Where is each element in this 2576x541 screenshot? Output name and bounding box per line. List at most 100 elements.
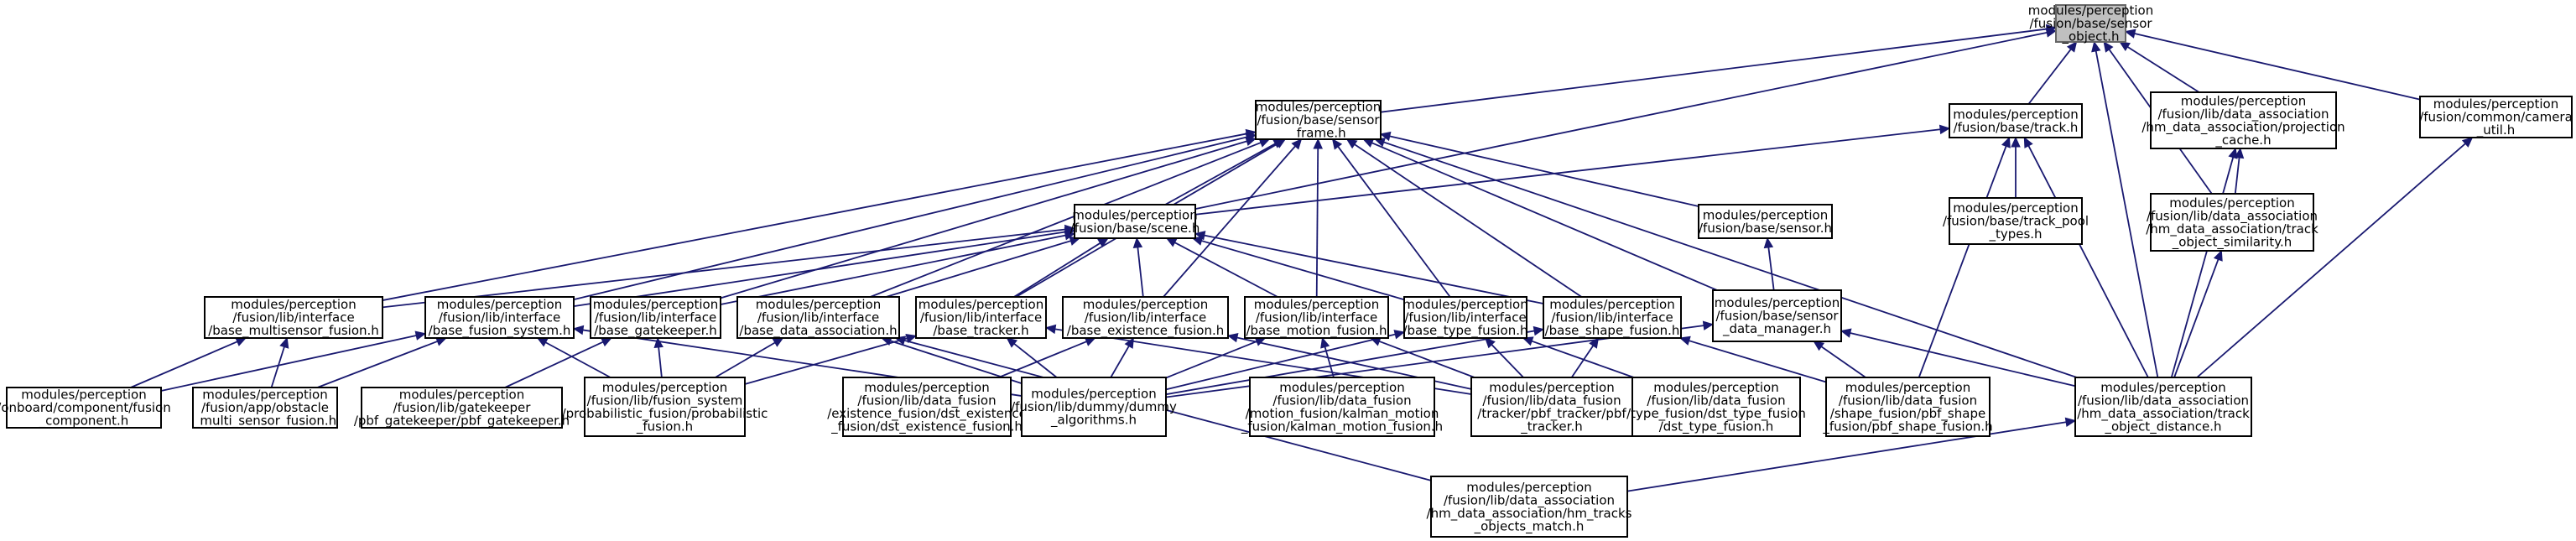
node-label-line: /hm_data_association/track — [2077, 406, 2250, 422]
node-label-line: /fusion/lib/interface — [1404, 310, 1526, 325]
edge-track-object-distance-to-track — [2027, 145, 2149, 378]
node-box — [1403, 296, 1527, 339]
edge-sensor-to-sensor-frame — [1389, 135, 1699, 207]
node-pbf-shape-fusion[interactable]: modules/perception/fusion/lib/data_fusio… — [1822, 377, 1993, 437]
node-sensor[interactable]: modules/perception/fusion/base/sensor.h — [1698, 204, 1833, 239]
node-fusion-component[interactable]: modules/perception/onboard/component/fus… — [0, 387, 171, 429]
edge-arrowhead — [572, 325, 585, 336]
edge-fusion-component-to-base-fusion-system — [160, 335, 417, 392]
node-label-line: /fusion/lib/data_fusion — [1647, 393, 1785, 408]
edge-arrowhead — [1006, 337, 1018, 348]
edge-pbf-tracker-to-base-type-fusion — [1491, 344, 1524, 378]
node-label-line: /tracker/pbf_tracker/pbf — [1477, 406, 1626, 422]
edge-base-tracker-to-scene — [1013, 242, 1101, 298]
edge-arrowhead — [1124, 336, 1134, 349]
node-sensor-object[interactable]: modules/perception/fusion/base/sensor_ob… — [2028, 3, 2153, 45]
node-base-existence-fusion[interactable]: modules/perception/fusion/lib/interface/… — [1062, 296, 1229, 339]
node-label-line: /hm_data_association/hm_tracks — [1427, 506, 1632, 522]
node-kalman-motion-fusion[interactable]: modules/perception/fusion/lib/data_fusio… — [1241, 377, 1443, 437]
node-box — [1062, 296, 1229, 339]
edge-arrowhead — [1044, 324, 1057, 335]
edge-arrowhead — [1840, 328, 1852, 338]
node-label-line: _fusion.h — [636, 419, 693, 434]
node-sensor-frame[interactable]: modules/perception/fusion/base/sensor_fr… — [1255, 100, 1382, 142]
node-box — [2150, 193, 2314, 252]
node-pbf-gatekeeper[interactable]: modules/perception/fusion/lib/gatekeeper… — [354, 387, 570, 429]
node-label-line: /fusion/lib/interface — [1085, 310, 1206, 325]
edge-arrowhead — [2461, 137, 2474, 148]
node-base-multisensor-fusion[interactable]: modules/perception/fusion/lib/interface/… — [204, 296, 383, 339]
edge-track-object-similarity-to-projection-cache — [2234, 157, 2240, 195]
edge-arrowhead — [1331, 138, 1343, 150]
edge-base-multisensor-fusion-to-scene — [382, 228, 1066, 309]
node-dst-existence-fusion[interactable]: modules/perception/fusion/lib/data_fusio… — [827, 377, 1027, 437]
node-box — [736, 296, 900, 339]
node-box — [1712, 289, 1842, 342]
node-box — [2150, 91, 2337, 149]
edge-base-type-fusion-to-scene — [1201, 240, 1405, 301]
node-probabilistic-fusion[interactable]: modules/perception/fusion/lib/fusion_sys… — [562, 377, 768, 437]
edge-arrowhead — [2119, 41, 2131, 52]
node-camera-util[interactable]: modules/perception/fusion/common/camera_… — [2419, 96, 2573, 138]
node-sensor-data-manager[interactable]: modules/perception/fusion/base/sensor_da… — [1712, 289, 1842, 342]
edge-track-object-distance-to-camera-util — [2196, 143, 2466, 378]
edge-arrowhead — [1320, 336, 1330, 349]
node-label-line: modules/perception — [864, 380, 989, 395]
edge-track-to-sensor-object — [2027, 49, 2072, 105]
node-base-fusion-system[interactable]: modules/perception/fusion/lib/interface/… — [424, 296, 575, 339]
node-box — [361, 387, 563, 429]
node-label-line: _fusion/kalman_motion_fusion.h — [1241, 419, 1443, 434]
node-box — [1543, 296, 1682, 339]
node-box — [1244, 296, 1389, 339]
node-track-pool-types[interactable]: modules/perception/fusion/base/track_poo… — [1943, 197, 2089, 245]
node-base-tracker[interactable]: modules/perception/fusion/lib/interface/… — [915, 296, 1047, 339]
edge-arrowhead — [1097, 237, 1109, 247]
node-label-line: /fusion/base/track.h — [1954, 120, 2079, 135]
edge-fusion-component-to-base-multisensor-fusion — [130, 341, 238, 388]
node-base-motion-fusion[interactable]: modules/perception/fusion/lib/interface/… — [1244, 296, 1389, 339]
node-label-line: _tracker.h — [1520, 419, 1582, 434]
node-track-object-similarity[interactable]: modules/perception/fusion/lib/data_assoc… — [2146, 193, 2318, 252]
node-label-line: modules/perception — [1953, 107, 2078, 122]
edge-sensor-data-manager-to-sensor — [1767, 247, 1775, 291]
node-obstacle-multi-sensor-fusion[interactable]: modules/perception/fusion/app/obstacle_m… — [192, 387, 338, 429]
node-box — [2055, 4, 2126, 43]
edge-arrowhead — [1678, 336, 1691, 346]
edges-layer — [130, 23, 2474, 492]
edge-arrowhead — [2064, 417, 2077, 428]
edge-sensor-frame-to-sensor-object — [1380, 28, 2048, 113]
node-label-line: modules/perception — [399, 388, 524, 403]
node-hm-tracks-objects-match[interactable]: modules/perception/fusion/lib/data_assoc… — [1427, 476, 1632, 538]
node-projection-cache[interactable]: modules/perception/fusion/lib/data_assoc… — [2141, 91, 2345, 149]
node-label-line: _data_manager.h — [1722, 321, 1831, 337]
node-label-line: modules/perception — [593, 297, 718, 312]
node-label-line: modules/perception — [1715, 295, 1840, 310]
node-track[interactable]: modules/perception/fusion/base/track.h — [1949, 103, 2083, 138]
edge-arrowhead — [2228, 147, 2238, 159]
node-label-line: /base_motion_fusion.h — [1246, 323, 1387, 339]
node-pbf-tracker[interactable]: modules/perception/fusion/lib/data_fusio… — [1470, 377, 1633, 437]
node-base-data-association[interactable]: modules/perception/fusion/lib/interface/… — [736, 296, 900, 339]
edge-dummy-algorithms-to-base-existence-fusion — [1110, 346, 1130, 378]
node-base-shape-fusion[interactable]: modules/perception/fusion/lib/interface/… — [1543, 296, 1682, 339]
node-label-line: /shape_fusion/pbf_shape — [1830, 406, 1985, 422]
node-scene[interactable]: modules/perception/fusion/base/scene.h — [1070, 204, 1200, 239]
edge-dummy-algorithms-to-base-type-fusion — [1165, 333, 1396, 391]
edge-arrowhead — [235, 337, 247, 346]
node-box — [1949, 197, 2083, 245]
node-base-type-fusion[interactable]: modules/perception/fusion/lib/interface/… — [1402, 296, 1528, 339]
node-label-line: modules/perception — [1254, 297, 1379, 312]
node-label-line: /type_fusion/dst_type_fusion — [1626, 406, 1806, 422]
node-dst-type-fusion[interactable]: modules/perception/fusion/lib/data_fusio… — [1626, 377, 1806, 437]
edge-arrowhead — [1813, 341, 1825, 351]
node-base-gatekeeper[interactable]: modules/perception/fusion/lib/interface/… — [590, 296, 721, 339]
edge-probabilistic-fusion-to-base-data-association — [715, 341, 776, 378]
node-label-line: modules/perception — [1279, 380, 1404, 395]
node-label-line: _cache.h — [2214, 133, 2271, 148]
node-label-line: /pbf_gatekeeper/pbf_gatekeeper.h — [354, 414, 570, 429]
node-label-line: modules/perception — [1256, 100, 1381, 115]
node-track-object-distance[interactable]: modules/perception/fusion/lib/data_assoc… — [2074, 377, 2252, 437]
edge-pbf-tracker-to-base-shape-fusion — [1570, 345, 1595, 378]
node-dummy-algorithms[interactable]: modules/perception/fusion/lib/dummy/dumm… — [1011, 377, 1177, 437]
